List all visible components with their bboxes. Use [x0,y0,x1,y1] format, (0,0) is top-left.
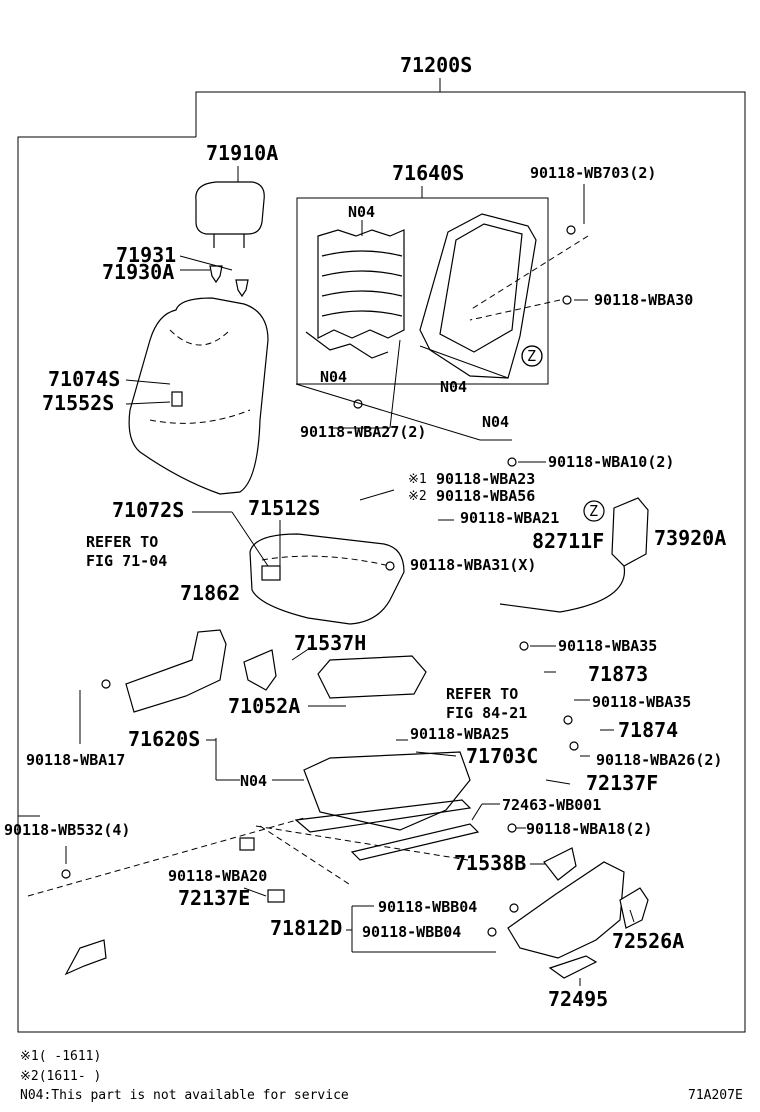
front-arrow-symbol [64,939,107,976]
seatback-cover-drawing [125,297,269,495]
label-90118-wba30: 90118-WBA30 [594,291,693,309]
label-71552s: 71552S [42,391,114,415]
label-71812d: 71812D [270,916,342,940]
leader-lines [18,184,635,986]
label-72137e: 72137E [178,886,250,910]
label-90118-wba21: 90118-WBA21 [460,509,559,527]
label-refer-fig-71-04-line1: REFER TO [86,533,158,551]
label-72526a: 72526A [612,929,684,953]
seatback-frame-drawing [419,186,543,379]
footnote-1: ※1( -1611) [20,1049,101,1064]
label-71074s: 71074S [48,367,120,391]
label-n04-d: N04 [482,413,509,431]
label-71052a: 71052A [228,694,300,718]
label-n04-b: N04 [320,368,347,386]
label-82711f: 82711F [532,529,604,553]
label-71072s: 71072S [112,498,184,522]
label-72495: 72495 [548,987,608,1011]
footnote-2: ※2(1611- ) [20,1069,101,1084]
label-90118-wba20: 90118-WBA20 [168,867,267,885]
label-90118-wba27: 90118-WBA27(2) [300,423,426,441]
label-90118-wba26: 90118-WBA26(2) [596,751,722,769]
label-mark2: ※2 [408,489,427,504]
fasteners [61,225,579,937]
label-71620s: 71620S [128,727,200,751]
label-90118-wbb04-b: 90118-WBB04 [362,923,461,941]
label-90118-wb703: 90118-WB703(2) [530,164,656,182]
label-refer-fig-71-04-line2: FIG 71-04 [86,552,167,570]
figure-id: 71A207E [688,1088,743,1103]
label-90118-wba25: 90118-WBA25 [410,725,509,743]
label-90118-wba31: 90118-WBA31(X) [410,556,536,574]
label-90118-wba17: 90118-WBA17 [26,751,125,769]
label-90118-wb532: 90118-WB532(4) [4,821,130,839]
label-71703c: 71703C [466,744,538,768]
z-marker-2: Z [589,502,598,520]
label-n04-a: N04 [348,203,375,221]
label-71862: 71862 [180,581,240,605]
label-90118-wbb04-a: 90118-WBB04 [378,898,477,916]
label-90118-wba23: 90118-WBA23 [436,470,535,488]
label-72463-wb001: 72463-WB001 [502,796,601,814]
label-90118-wba35-b: 90118-WBA35 [592,693,691,711]
label-refer-fig-84-21-line2: FIG 84-21 [446,704,527,722]
part-labels: 71200S 71910A 71640S 90118-WB703(2) N04 … [4,53,726,1011]
side-shield-drawing [499,497,649,979]
label-71931: 71931 [116,243,176,267]
seatback-spring-drawing [305,220,405,359]
footnotes: ※1( -1611) ※2(1611- ) N04:This part is n… [20,1049,743,1103]
seat-frame-drawing [125,629,480,861]
headrest-drawing [195,166,265,248]
z-marker-circle-2 [583,500,605,522]
label-71874: 71874 [618,718,678,742]
label-73920a: 73920A [654,526,726,550]
label-n04-c: N04 [440,378,467,396]
z-marker-1: Z [527,347,536,365]
footnote-n04: N04:This part is not available for servi… [20,1088,349,1103]
headrest-guides [179,255,249,298]
label-71200s: 71200S [400,53,472,77]
label-71640s: 71640S [392,161,464,185]
label-90118-wba35-a: 90118-WBA35 [558,637,657,655]
label-90118-wba18: 90118-WBA18(2) [526,820,652,838]
label-n04-e: N04 [240,772,267,790]
label-71873: 71873 [588,662,648,686]
label-90118-wba56: 90118-WBA56 [436,487,535,505]
seat-cushion-drawing [192,511,405,625]
label-71538b: 71538B [454,851,526,875]
z-marker-circle [521,345,543,367]
label-71512s: 71512S [248,496,320,520]
label-71910a: 71910A [206,141,278,165]
label-71930a: 71930A [102,260,174,284]
label-mark1: ※1 [408,472,427,487]
label-90118-wba10: 90118-WBA10(2) [548,453,674,471]
label-refer-fig-84-21-line1: REFER TO [446,685,518,703]
label-72137f: 72137F [586,771,658,795]
label-71537h: 71537H [294,631,366,655]
